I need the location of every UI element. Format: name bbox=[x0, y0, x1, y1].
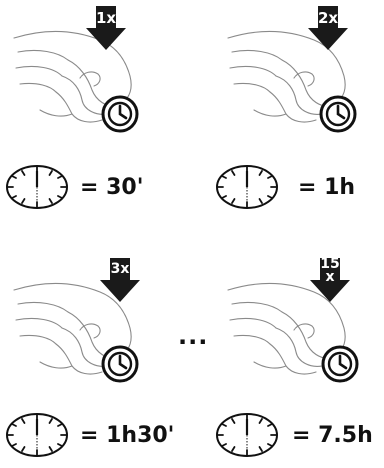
timer-button-icon[interactable] bbox=[320, 344, 360, 384]
duration-label: = 7.5h bbox=[292, 423, 373, 448]
clock-face-icon bbox=[212, 164, 282, 210]
step-1: 1x bbox=[0, 0, 192, 140]
duration-label: = 1h bbox=[298, 175, 355, 200]
step-2: 2x bbox=[216, 0, 384, 140]
clock-face-icon bbox=[2, 412, 72, 458]
timer-button-icon[interactable] bbox=[100, 94, 140, 134]
ellipsis: ... bbox=[178, 322, 208, 350]
press-count: 3x bbox=[100, 261, 140, 277]
step-3: 3x bbox=[0, 250, 192, 390]
timer-button-icon[interactable] bbox=[318, 94, 358, 134]
press-count: 15 x bbox=[310, 258, 350, 284]
duration-label: = 30' bbox=[80, 175, 143, 200]
step-4: 15 x bbox=[216, 250, 384, 390]
timer-button-icon[interactable] bbox=[100, 344, 140, 384]
clock-face-icon bbox=[212, 412, 282, 458]
duration-label: = 1h30' bbox=[80, 423, 174, 448]
press-count: 1x bbox=[86, 9, 126, 27]
clock-face-icon bbox=[2, 164, 72, 210]
press-count: 2x bbox=[308, 9, 348, 27]
